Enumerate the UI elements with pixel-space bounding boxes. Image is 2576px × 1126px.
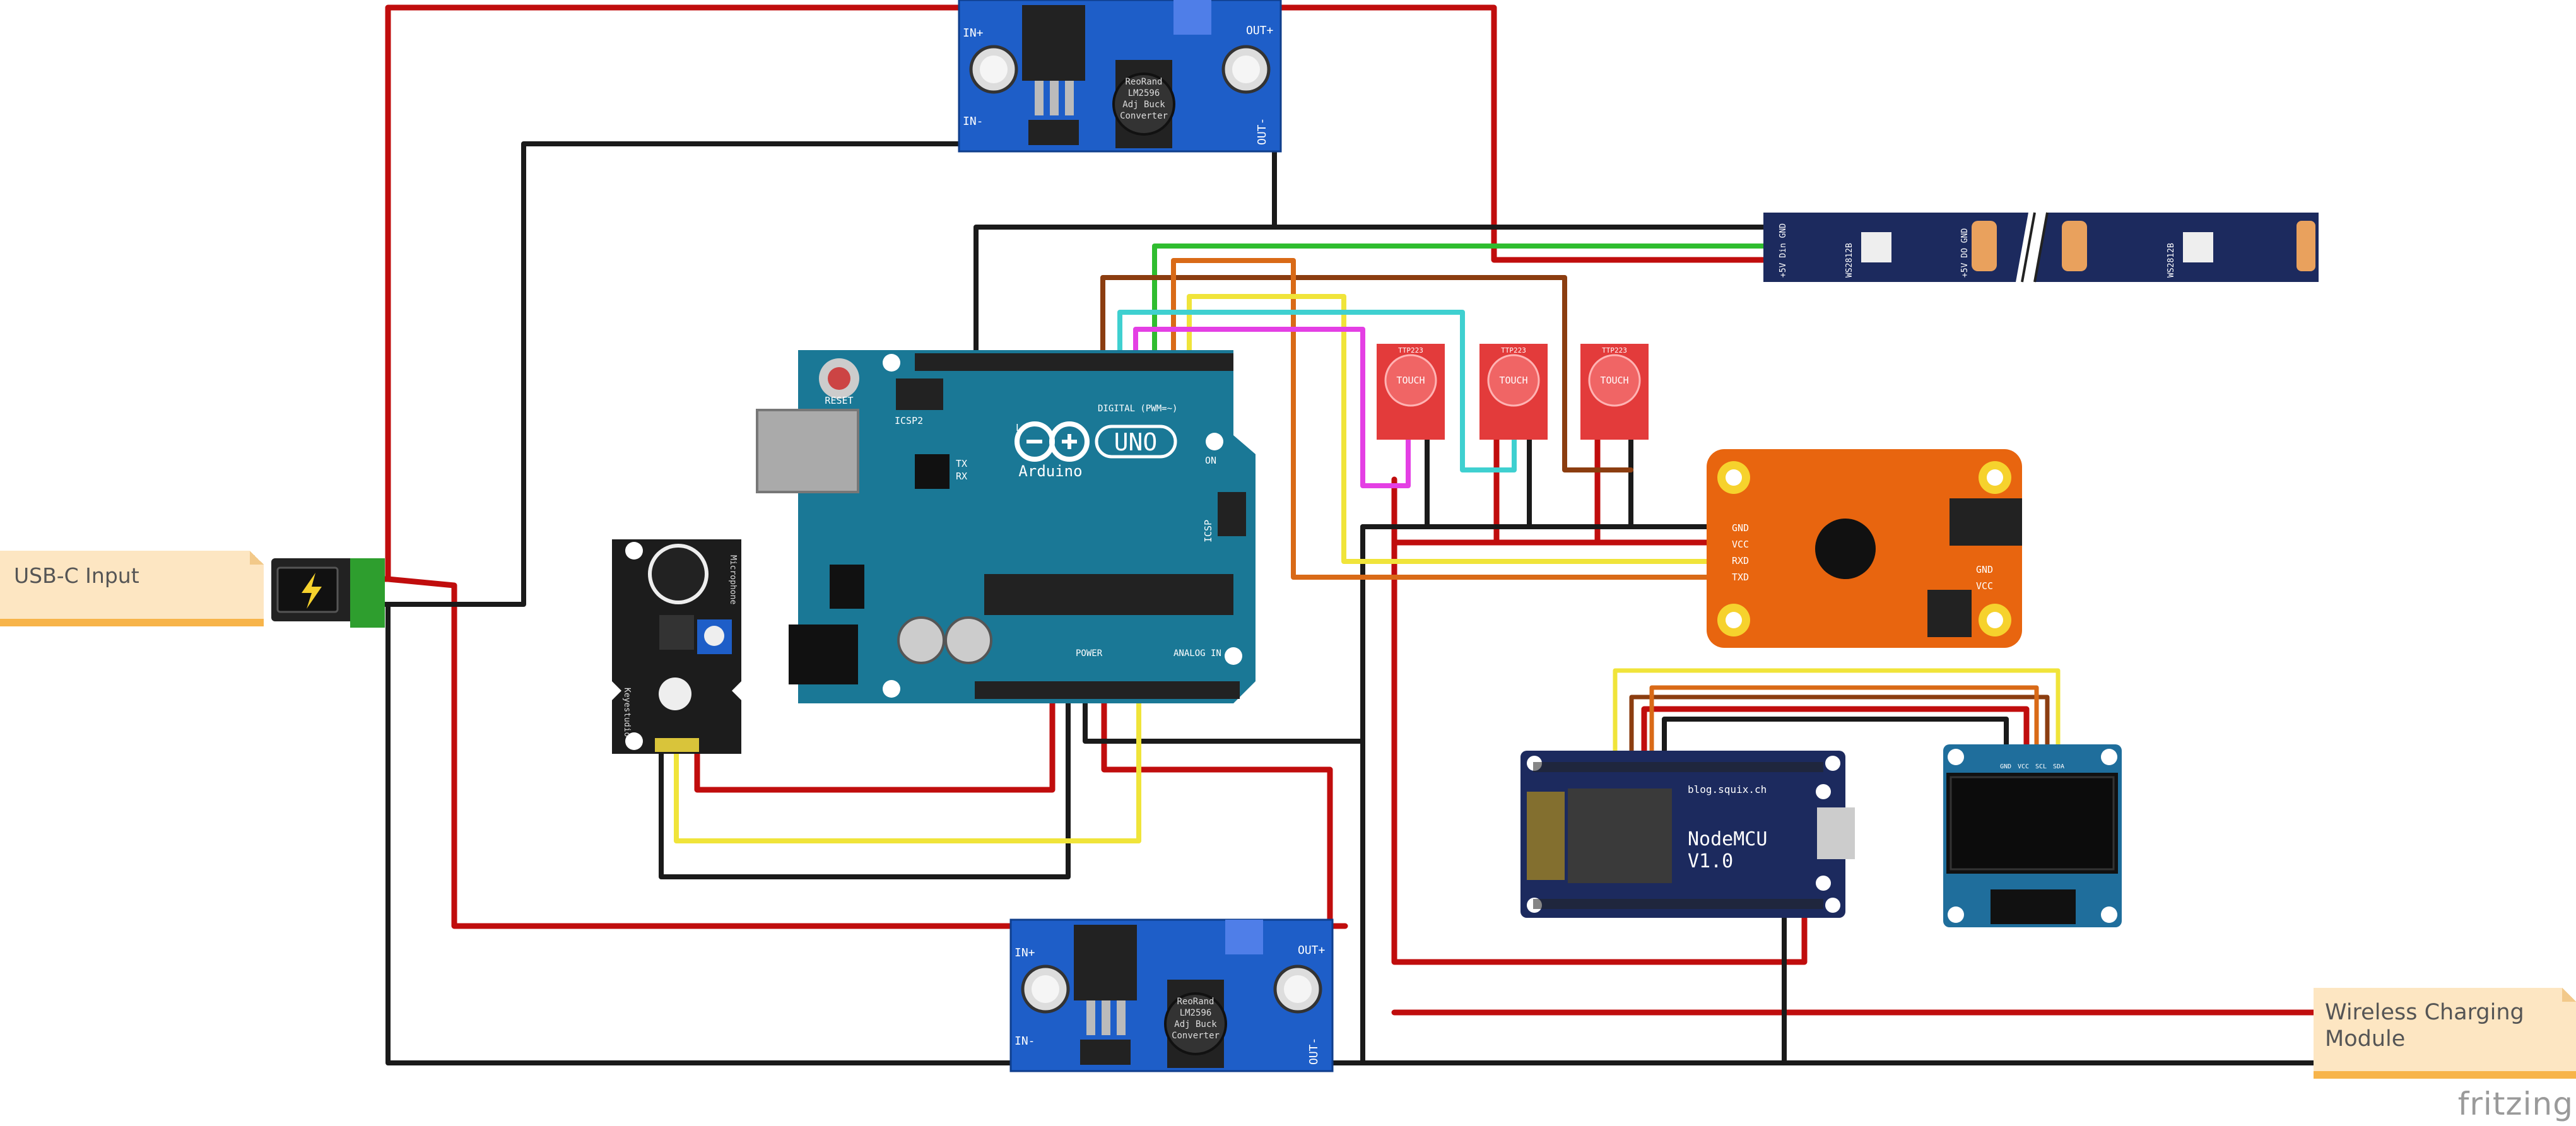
buck-bottom-line3: Adj Buck — [1174, 1019, 1217, 1029]
wire-red-mp3-vcc — [1391, 539, 1808, 965]
buck-top-line1: ReoRand — [1125, 77, 1162, 87]
red-wires — [350, 4, 2317, 1016]
mp3-pin-txd: TXD — [1732, 572, 1749, 583]
wire-yellow-arduino — [1187, 294, 1769, 564]
oled-pin-scl: SCL — [2035, 763, 2047, 770]
touch-1-model: TTP223 — [1398, 346, 1423, 355]
arduino-logo-icon — [1015, 421, 1090, 462]
buck-bottom-line2: LM2596 — [1180, 1008, 1212, 1018]
black-wires — [351, 141, 2317, 1065]
touch-2-model: TTP223 — [1501, 346, 1526, 355]
microphone-module: Microphone Keyestudio — [612, 539, 741, 754]
wire-black-usb-to-topbuck-in — [351, 141, 968, 607]
wire-magenta-touch1 — [1133, 327, 1411, 488]
lightning-icon — [302, 573, 322, 609]
wire-cyan-touch2 — [1117, 310, 1517, 472]
touch-sensor-1: TOUCH TTP223 — [1377, 344, 1445, 440]
mp3-pin-gnd: GND — [1732, 522, 1749, 534]
wireless-charging-text: Wireless Charging Module — [2325, 1000, 2524, 1052]
arduino-tx-label: TX — [956, 458, 967, 469]
wire-red-arduino-5v-to-mic — [694, 683, 1056, 793]
arduino-rx-label: RX — [956, 471, 967, 482]
wire-black-usb-to-bottom-buck — [385, 602, 1020, 1065]
arduino-brand: Arduino — [1018, 462, 1082, 480]
oled-pin-gnd: GND — [2000, 763, 2011, 770]
arduino-icsp-label: ICSP — [1203, 520, 1214, 542]
usb-c-jack — [271, 558, 385, 628]
oled-pin-vcc: VCC — [2018, 763, 2029, 770]
wire-black-arduino-gnd-power — [659, 684, 1071, 879]
wire-black-topbuck-out-to-strip — [1272, 141, 1769, 230]
buck-top-in-plus: IN+ — [963, 26, 984, 40]
buck-top-in-minus: IN- — [963, 115, 984, 128]
arduino-icsp2-label: ICSP2 — [895, 415, 923, 426]
wire-black-arduino-gnd2 — [1083, 684, 1365, 744]
touch-sensor-3: TOUCH TTP223 — [1580, 344, 1649, 440]
wire-orange-mp3-rx — [1171, 258, 1769, 580]
wire-red-usb-to-bottom-buck — [385, 576, 1020, 929]
nodemcu-name: NodeMCU — [1688, 828, 1767, 850]
buck-bottom-in-minus: IN- — [1015, 1035, 1035, 1048]
microphone-label: Microphone — [728, 555, 738, 604]
buck-bottom-line1: ReoRand — [1177, 997, 1214, 1007]
wires — [350, 4, 2317, 1065]
arduino-uno: RESET ICSP2 UNO Arduino L TX RX ON DIGIT… — [756, 350, 1256, 703]
touch-1-label: TOUCH — [1396, 375, 1425, 386]
wire-black-arduino-gnd-to-strip — [973, 225, 1277, 367]
buck-top-out-minus: OUT- — [1256, 118, 1269, 145]
nodemcu-site: blog.squix.ch — [1688, 783, 1767, 795]
arduino-power-label: POWER — [1076, 648, 1103, 659]
wire-red-topbuck-out-to-strip — [1271, 4, 1770, 263]
wireless-charging-label: Wireless Charging Module — [2314, 988, 2576, 1079]
buck-bottom-line4: Converter — [1172, 1031, 1220, 1041]
wire-green-strip-din — [1152, 243, 1769, 367]
mp3-pin-rxd: RXD — [1732, 555, 1749, 566]
buck-bottom-out-minus: OUT- — [1307, 1038, 1320, 1065]
led-strip: +5V Din GND WS2812B +5V DO GND WS2812B — [1763, 212, 2319, 283]
wire-brown-oled-scl — [1629, 695, 2050, 759]
arduino-model: UNO — [1114, 428, 1158, 456]
buck-bottom-in-plus: IN+ — [1015, 946, 1035, 959]
usb-c-input-text: USB-C Input — [14, 563, 139, 588]
wire-orange-oled — [1649, 685, 2039, 759]
mp3-module: GND VCC RXD TXD GND VCC — [1707, 449, 2022, 648]
touch-2-label: TOUCH — [1499, 375, 1527, 386]
strip-pins-left: +5V Din GND — [1779, 223, 1788, 278]
strip-chip-2: WS2812B — [2167, 243, 2176, 278]
mp3-pin-gnd2: GND — [1976, 564, 1993, 575]
mp3-pin-vcc: VCC — [1732, 539, 1749, 550]
oled-display: GND VCC SCL SDA — [1943, 744, 2122, 927]
microphone-brand: Keyestudio — [622, 688, 632, 737]
wire-yellow-mic-out — [674, 684, 1141, 843]
touch-3-model: TTP223 — [1602, 346, 1627, 355]
touch-3-label: TOUCH — [1600, 375, 1628, 386]
usb-c-input-label: USB-C Input — [0, 551, 264, 626]
arduino-l-label: L — [1016, 422, 1021, 433]
oled-pin-sda: SDA — [2053, 763, 2064, 770]
wire-red-oled-vcc — [1641, 706, 2030, 760]
buck-top-line3: Adj Buck — [1122, 100, 1165, 110]
strip-chip-1: WS2812B — [1845, 243, 1854, 278]
touch-sensor-2: TOUCH TTP223 — [1479, 344, 1548, 440]
mp3-pin-vcc2: VCC — [1976, 580, 1993, 592]
strip-pins-right: +5V DO GND — [1960, 228, 1970, 278]
buck-bottom-out-plus: OUT+ — [1298, 944, 1326, 957]
wire-brown-mp3-tx — [1100, 275, 1633, 472]
nodemcu: blog.squix.ch NodeMCU V1.0 — [1520, 751, 1855, 918]
arduino-on-label: ON — [1205, 455, 1216, 466]
arduino-analog-label: ANALOG IN — [1173, 648, 1221, 659]
buck-top-line4: Converter — [1120, 111, 1168, 121]
arduino-digital-label: DIGITAL (PWM=~) — [1098, 404, 1177, 414]
wire-yellow-oled-sda — [1613, 668, 2061, 759]
buck-top-out-plus: OUT+ — [1246, 24, 1274, 37]
nodemcu-version: V1.0 — [1688, 850, 1733, 872]
buck-converter-bottom: ReoRand LM2596 Adj Buck Converter IN+ IN… — [1009, 918, 1334, 1072]
wire-black-oled-gnd — [1662, 717, 2009, 759]
buck-converter-top: ReoRand LM2596 Adj Buck Converter IN+ IN… — [958, 0, 1282, 153]
buck-top-line2: LM2596 — [1128, 88, 1160, 98]
arduino-reset-label: RESET — [825, 395, 853, 406]
fritzing-logo: fritzing — [2457, 1086, 2573, 1122]
